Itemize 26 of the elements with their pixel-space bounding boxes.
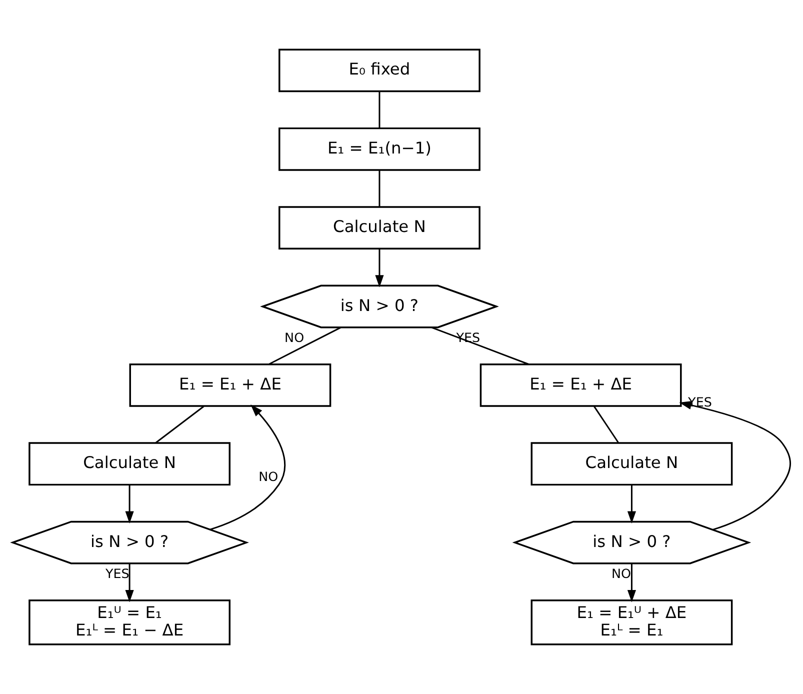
node-box: E₀ fixed xyxy=(278,48,480,92)
node-box: E₁ = E₁(n−1) xyxy=(278,127,480,171)
node-box: Calculate N xyxy=(278,206,480,250)
arrow xyxy=(210,404,286,530)
node-box: E₁ = E₁ᵁ + ΔE E₁ᴸ = E₁ xyxy=(530,600,733,646)
connector xyxy=(594,406,619,443)
connector xyxy=(432,326,529,365)
edge-label: YES xyxy=(105,566,130,582)
arrow xyxy=(375,249,384,288)
arrow xyxy=(627,564,636,602)
node-box: E₁ᵁ = E₁ E₁ᴸ = E₁ − ΔE xyxy=(28,600,230,646)
connector xyxy=(378,170,380,206)
connector xyxy=(155,406,204,444)
arrow xyxy=(125,485,134,524)
connector xyxy=(378,92,380,128)
edge-label: NO xyxy=(258,468,278,484)
node-box: E₁ = E₁ + ΔE xyxy=(480,363,682,407)
node-box: Calculate N xyxy=(28,442,230,486)
connector xyxy=(268,326,341,365)
arrow xyxy=(627,485,636,524)
node-box: E₁ = E₁ + ΔE xyxy=(129,363,332,407)
arrow xyxy=(679,401,791,530)
arrow xyxy=(125,564,134,602)
edge-label: NO xyxy=(284,330,304,346)
node-box: Calculate N xyxy=(530,442,733,486)
edge-label: NO xyxy=(612,566,632,582)
